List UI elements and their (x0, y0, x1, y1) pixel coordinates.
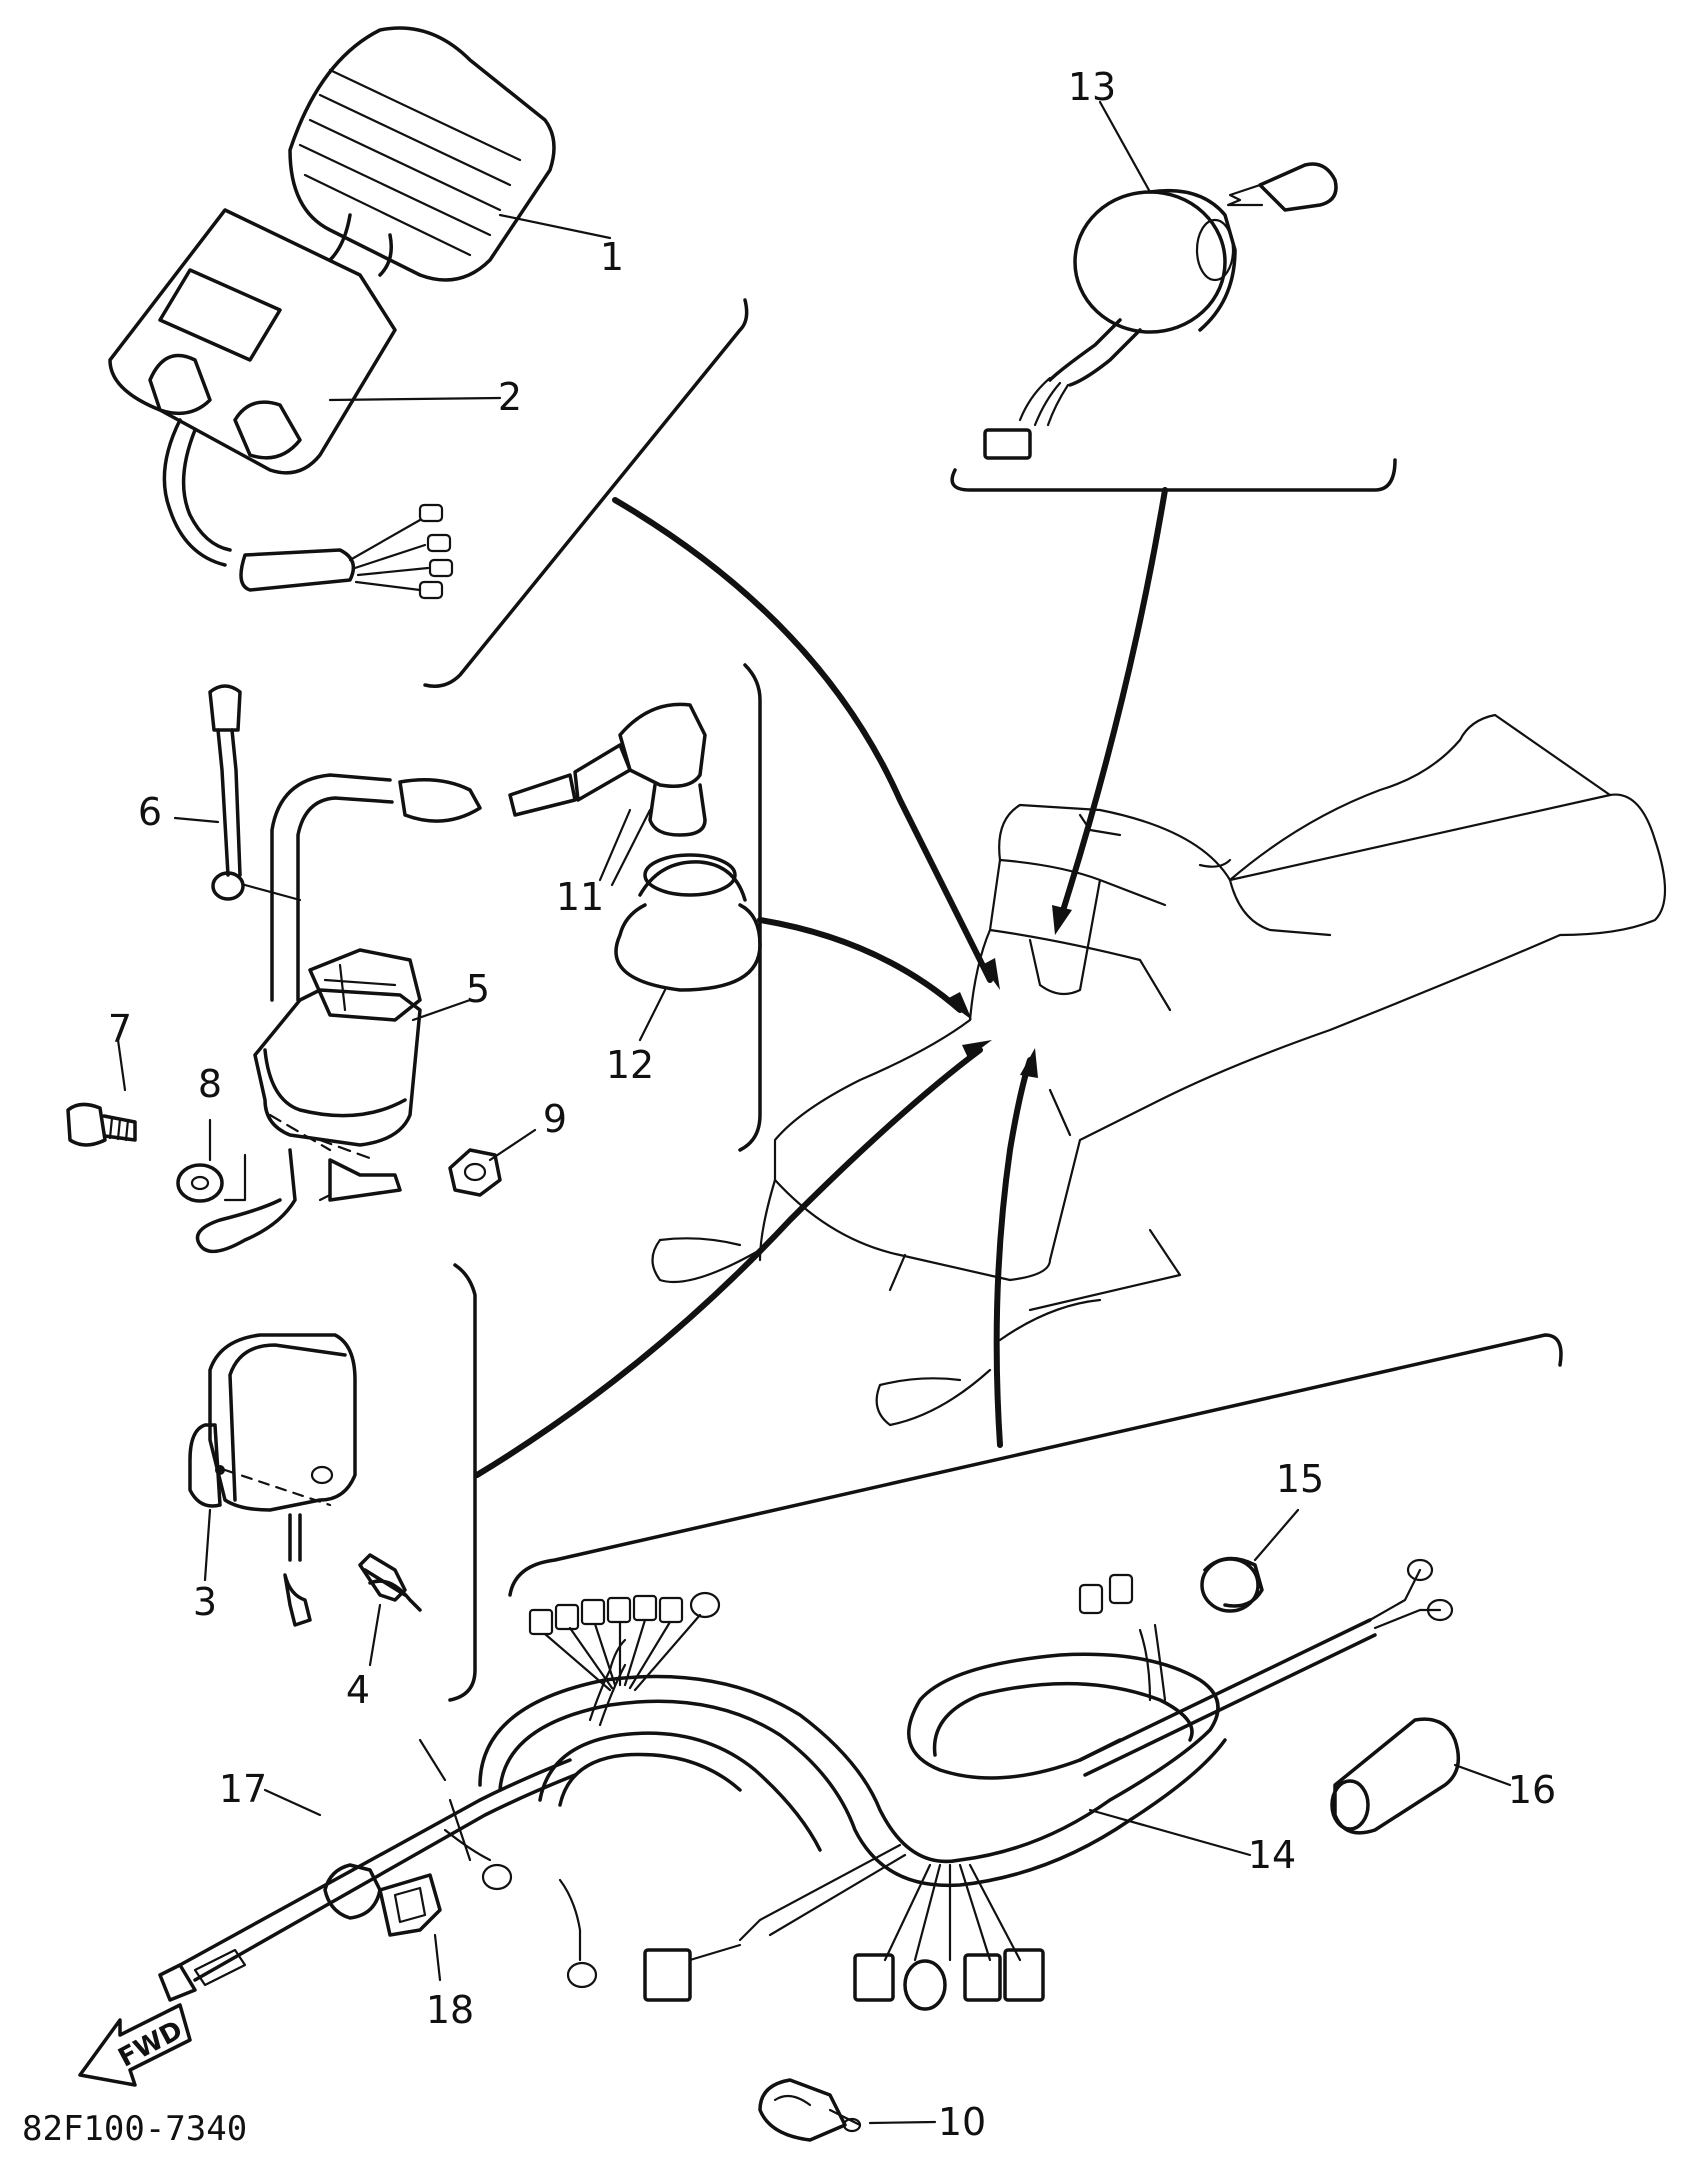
bracket-coil (738, 663, 762, 1152)
cdi-rubber-cover-drawing (288, 26, 612, 282)
main-switch-drawing (950, 100, 1397, 492)
grommet-drawing (614, 853, 762, 1042)
cdi-unit-drawing (108, 208, 502, 600)
bolt-with-washer-drawing (358, 1553, 422, 1667)
callout-2: 2 (498, 375, 522, 419)
rectifier-drawing (188, 1333, 357, 1627)
callout-1: 1 (600, 235, 624, 279)
band-drawing (173, 684, 302, 902)
lead-cap-drawing (263, 1788, 382, 1920)
fwd-label: FWD (114, 2015, 188, 2073)
coupler-cover-drawing (1330, 1717, 1512, 1835)
callout-14: 14 (1248, 1833, 1296, 1877)
callout-13: 13 (1068, 65, 1116, 109)
callout-9: 9 (543, 1097, 567, 1141)
callout-18: 18 (426, 1988, 474, 2032)
callout-11: 11 (556, 875, 604, 919)
spark-plug-cap-drawing (598, 808, 632, 882)
wire-harness-drawing (158, 1558, 1454, 2011)
leader-rectifier (474, 1047, 983, 1478)
ignition-coil-drawing (195, 702, 707, 1254)
callout-12: 12 (606, 1043, 654, 1087)
washer-drawing (176, 1118, 247, 1203)
frame-outline-drawing (651, 713, 1667, 1427)
callout-16: 16 (1508, 1768, 1556, 1812)
clamp-drawing (758, 2078, 937, 2142)
callout-10: 10 (938, 2100, 986, 2144)
bolt-drawing (66, 1038, 137, 1147)
nut-drawing (448, 1128, 537, 1197)
leader-harness (993, 1057, 1033, 1448)
bracket-cdi (423, 298, 749, 688)
fwd-arrow: FWD (78, 2003, 192, 2087)
leader-switch (1057, 487, 1168, 923)
callout-4: 4 (346, 1668, 370, 1712)
callout-8: 8 (198, 1062, 222, 1106)
callout-7: 7 (108, 1007, 132, 1051)
leader-coil (757, 917, 963, 1013)
connector-holder-drawing (378, 1873, 442, 1982)
callout-3: 3 (193, 1580, 217, 1624)
leader-cdi (612, 497, 993, 983)
callout-6: 6 (138, 790, 162, 834)
callout-15: 15 (1276, 1457, 1324, 1501)
rubber-cap-drawing (1200, 1508, 1300, 1613)
harness-connector-cluster (528, 1591, 721, 1692)
diagram-code: 82F100-7340 (22, 2109, 247, 2149)
bracket-harness (508, 1333, 1563, 1597)
callout-5: 5 (466, 967, 490, 1011)
bracket-rectifier (448, 1263, 477, 1702)
callout-17: 17 (219, 1767, 267, 1811)
